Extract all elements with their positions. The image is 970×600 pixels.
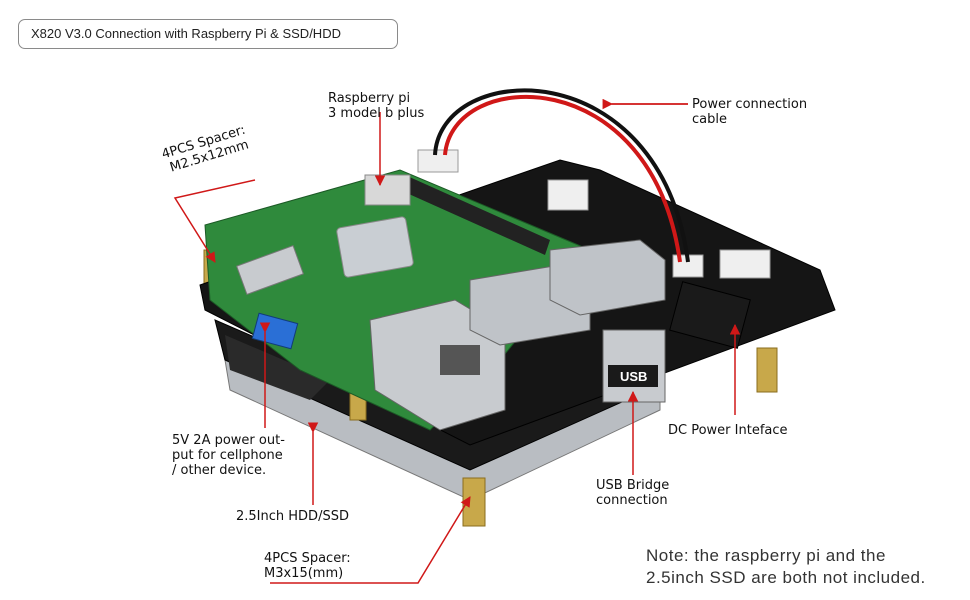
label-raspberry-pi: Raspberry pi 3 model b plus xyxy=(328,91,425,121)
disclaimer-note: Note: the raspberry pi and the 2.5inch S… xyxy=(646,546,926,587)
title: X820 V3.0 Connection with Raspberry Pi &… xyxy=(31,26,341,41)
white-connector-2 xyxy=(547,179,589,211)
label-power-cable: Power connection cable xyxy=(692,97,808,127)
title-box: X820 V3.0 Connection with Raspberry Pi &… xyxy=(18,19,398,49)
label-spacer-bottom: 4PCS Spacer: M3x15(mm) xyxy=(264,551,351,581)
wifi-shield xyxy=(364,174,411,206)
usb-bridge-mark: USB xyxy=(620,369,647,384)
pi-usb-ports-2 xyxy=(549,239,666,316)
label-hdd: 2.5Inch HDD/SSD xyxy=(236,509,349,524)
cable-connector-top xyxy=(417,149,459,173)
usb-output-port xyxy=(251,312,299,350)
label-usb-output: 5V 2A power out- put for cellphone / oth… xyxy=(172,433,285,478)
ethernet-port xyxy=(369,299,506,431)
label-usb-bridge: USB Bridge connection xyxy=(596,478,670,508)
label-dc-power: DC Power Inteface xyxy=(668,423,788,438)
arrow-spacer-top xyxy=(173,179,256,263)
gpio-header xyxy=(400,175,550,255)
brass-spacer-right xyxy=(756,347,778,393)
soc-chip xyxy=(336,216,414,278)
power-cable-black xyxy=(433,88,690,263)
power-cable-red xyxy=(443,95,682,263)
arrow-spacer-bottom xyxy=(270,496,471,584)
hdmi-port xyxy=(236,245,304,295)
white-connector-1 xyxy=(719,249,771,279)
